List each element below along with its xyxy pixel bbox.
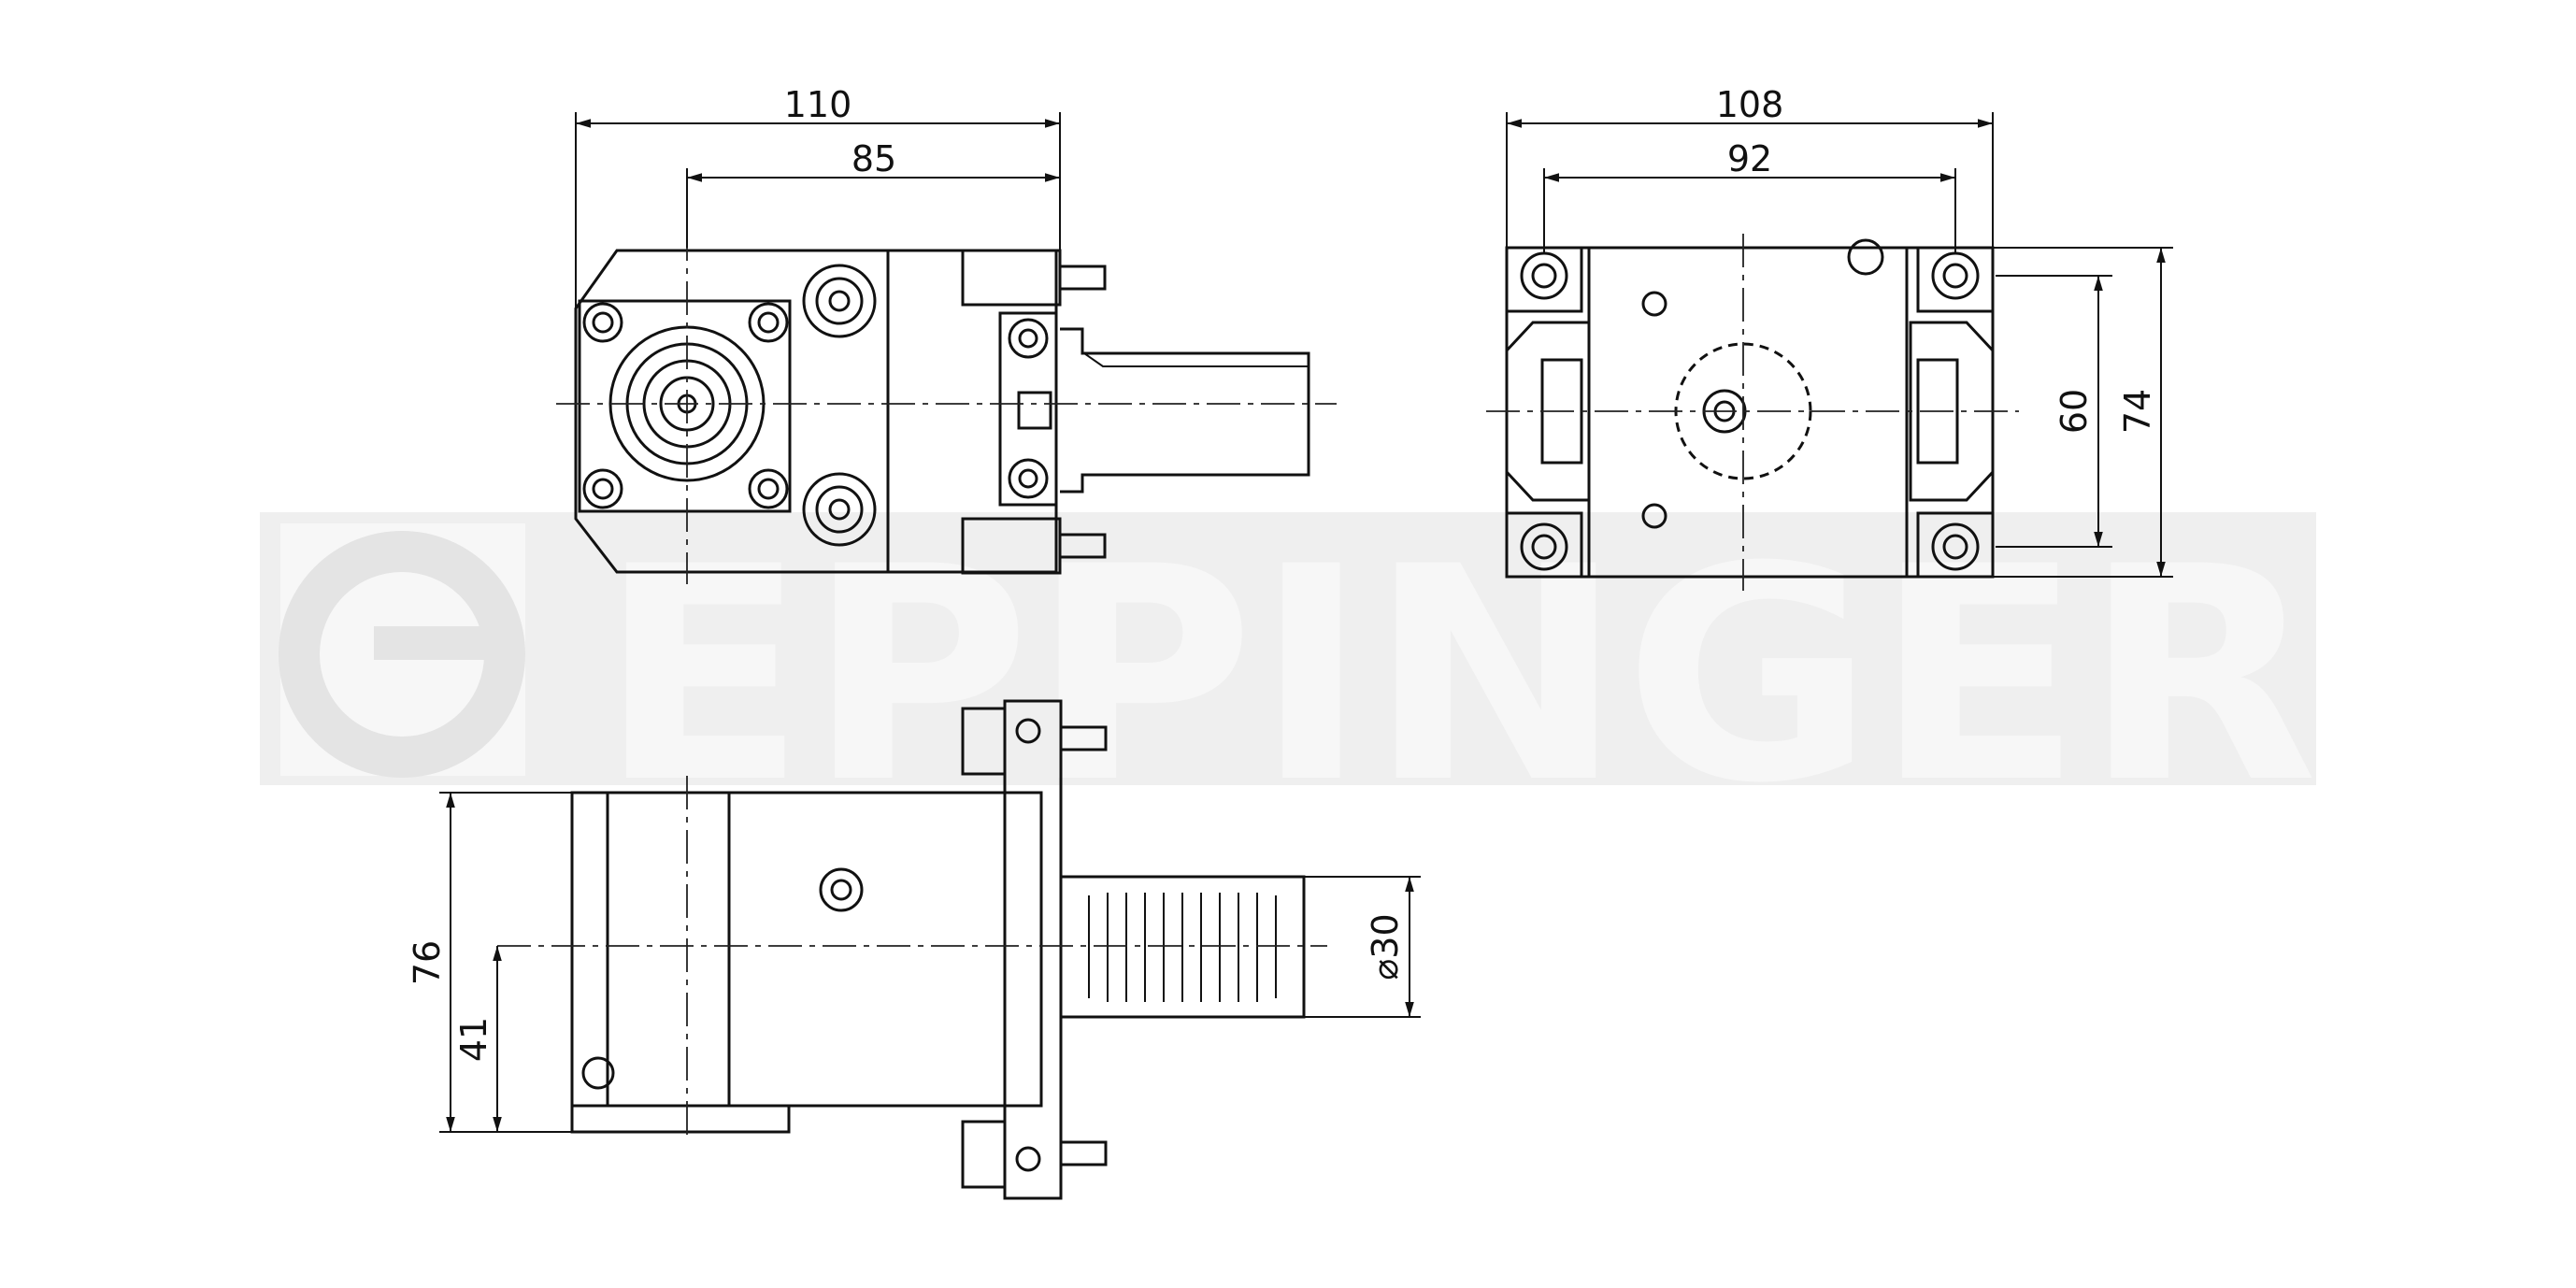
dim-top-width: 108 (1716, 84, 1784, 125)
flange-screws (582, 302, 789, 509)
top-view (1505, 238, 1995, 579)
eppinger-watermark: EPPINGER (260, 504, 2318, 848)
dimension-labels: 110 85 108 92 60 74 76 41 ⌀30 (407, 84, 2158, 1062)
dim-front-center: 85 (852, 138, 896, 179)
eppinger-logo-icon (279, 523, 525, 778)
dim-top-height-outer: 74 (2117, 389, 2158, 434)
dim-front-width: 110 (784, 84, 852, 125)
dim-top-height-inner: 60 (2054, 389, 2095, 434)
watermark-text: EPPINGER (598, 504, 2318, 848)
dim-shank-diameter: ⌀30 (1365, 913, 1406, 980)
dim-top-inner: 92 (1727, 138, 1772, 179)
dim-side-axis: 41 (453, 1017, 494, 1062)
body-screws (802, 264, 877, 547)
shank-threads (1088, 893, 1277, 1002)
dimension-lines (439, 112, 2173, 1133)
dim-side-height: 76 (407, 940, 448, 985)
side-view (570, 699, 1306, 1200)
center-lines (497, 173, 2019, 1136)
